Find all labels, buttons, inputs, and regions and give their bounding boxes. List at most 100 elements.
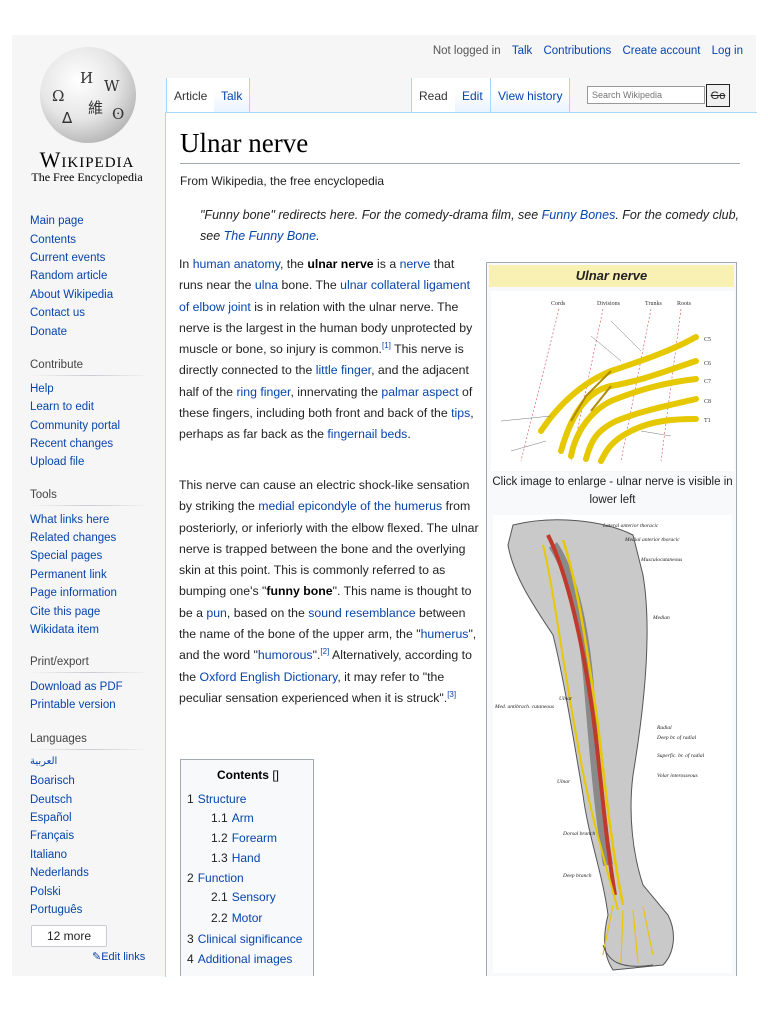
sidebar-item-contents[interactable]: Contents [30,234,77,246]
ref-1[interactable]: [1] [381,341,391,351]
sidebar-item-help[interactable]: Help [30,383,54,395]
toc-num: 1.2 [211,831,228,845]
sidebar-item-permanent-link[interactable]: Permanent link [30,569,107,581]
sidebar-item-cite[interactable]: Cite this page [30,606,101,618]
toc-link[interactable]: Structure [197,792,247,806]
tab-view-history[interactable]: View history [491,78,571,112]
lang-nederlands[interactable]: Nederlands [30,867,89,879]
sidebar-item-current-events[interactable]: Current events [30,252,106,264]
link-oed[interactable]: Oxford English Dictionary [199,669,338,684]
ref-2[interactable]: [2] [320,647,330,657]
sidebar-item-special-pages[interactable]: Special pages [30,550,103,562]
arm-anatomy-illustration[interactable]: Lateral anterior thoracic Medial anterio… [493,515,732,973]
toc-link[interactable]: Hand [231,851,261,865]
sidebar-item-page-information[interactable]: Page information [30,587,117,599]
tab-article[interactable]: Article [166,78,216,112]
wordmark: Wikipedia [39,147,135,172]
lang-italiano[interactable]: Italiano [30,849,68,861]
toc-link[interactable]: Forearm [231,831,278,845]
lang-boarisch[interactable]: Boarisch [30,775,75,787]
link-sound-resemblance[interactable]: sound resemblance [308,605,416,620]
tab-read[interactable]: Read [411,78,456,112]
link-medial-epicondyle[interactable]: medial epicondyle of the humerus [258,499,443,514]
toc-num: 1 [187,792,194,806]
search-input[interactable] [587,86,705,104]
link-palmar-aspect[interactable]: palmar aspect [381,384,459,399]
lang-arabic[interactable]: العربية [30,756,58,767]
brachial-plexus-diagram[interactable]: Cords Divisions Trunks Roots C5 C6 C7 C8… [491,291,734,471]
lang-portugues[interactable]: Português [30,904,83,916]
sidebar-item-about[interactable]: About Wikipedia [30,289,114,301]
label-ulnar-lower: Ulnar [557,779,571,785]
toc-link[interactable]: Sensory [231,890,276,904]
lang-francais[interactable]: Français [30,830,75,842]
link-human-anatomy[interactable]: human anatomy [192,257,280,271]
create-account-link[interactable]: Create account [622,45,701,57]
funny-bone-link[interactable]: The Funny Bone [223,229,317,243]
link-fingernail-beds[interactable]: fingernail beds [327,427,408,442]
not-logged-in: Not logged in [432,45,501,57]
page-title: Ulnar nerve [180,128,309,158]
link-ulna[interactable]: ulna [254,278,279,293]
edit-links-label: Edit links [101,951,146,963]
funny-bones-link[interactable]: Funny Bones [541,208,616,222]
sidebar-item-upload-file[interactable]: Upload file [30,456,85,468]
label-roots: Roots [677,301,692,307]
link-pun[interactable]: pun [206,605,227,620]
link-nerve[interactable]: nerve [399,257,431,271]
link-little-finger[interactable]: little finger [315,363,372,378]
login-link[interactable]: Log in [711,45,743,57]
sidebar-item-community-portal[interactable]: Community portal [30,420,121,432]
sidebar-item-wikidata[interactable]: Wikidata item [30,624,100,636]
sidebar-item-contact[interactable]: Contact us [30,307,85,319]
toc-toggle[interactable]: [] [272,768,279,782]
sidebar-item-related-changes[interactable]: Related changes [30,532,117,544]
divider [30,505,150,506]
toc-link[interactable]: Arm [231,811,254,825]
toc-link[interactable]: Function [197,871,244,885]
sidebar-item-learn-to-edit[interactable]: Learn to edit [30,401,94,413]
link-ring-finger[interactable]: ring finger [236,384,291,399]
edit-links[interactable]: ✎Edit links [92,950,145,963]
lang-espanol[interactable]: Español [30,812,72,824]
link-humerus[interactable]: humerus [420,627,469,642]
user-talk-link[interactable]: Talk [511,45,533,57]
more-languages-button[interactable]: 12 more [31,925,107,947]
link-ulnar-collateral[interactable]: ulnar collateral ligament of elbow joint [179,278,471,314]
sidebar-item-random-article[interactable]: Random article [30,270,108,282]
tab-edit[interactable]: Edit [455,78,491,112]
link-humorous[interactable]: humorous [257,648,313,663]
sidebar-item-recent-changes[interactable]: Recent changes [30,438,114,450]
sidebar-item-donate[interactable]: Donate [30,326,68,338]
sidebar-item-what-links-here[interactable]: What links here [30,514,110,526]
label-med-antibrach: Med. antibrach. cutaneous [494,704,554,710]
label-c8: C8 [704,399,711,405]
toc-num: 1.3 [211,851,228,865]
wikipedia-logo[interactable]: Ω И W ᐃ 維 ʘ Wikipedia The Free Encyclope… [22,45,152,185]
label-cords: Cords [551,301,566,307]
lang-deutsch[interactable]: Deutsch [30,794,73,806]
tab-talk[interactable]: Talk [214,78,251,112]
lang-polski[interactable]: Polski [30,886,61,898]
contributions-link[interactable]: Contributions [543,45,612,57]
toc-link[interactable]: Motor [231,911,263,925]
ref-3[interactable]: [3] [447,689,457,699]
sidebar-item-download-pdf[interactable]: Download as PDF [30,681,123,693]
sidebar-item-printable[interactable]: Printable version [30,699,116,711]
personal-tools: Not logged in Talk Contributions Create … [425,45,743,57]
link-tips[interactable]: tips [451,406,471,421]
toc-link[interactable]: Clinical significance [197,932,303,946]
sidebar-item-main-page[interactable]: Main page [30,215,84,227]
go-button[interactable]: Go [706,84,730,107]
label-median: Median [652,615,670,621]
toc-link[interactable]: Additional images [197,952,293,966]
